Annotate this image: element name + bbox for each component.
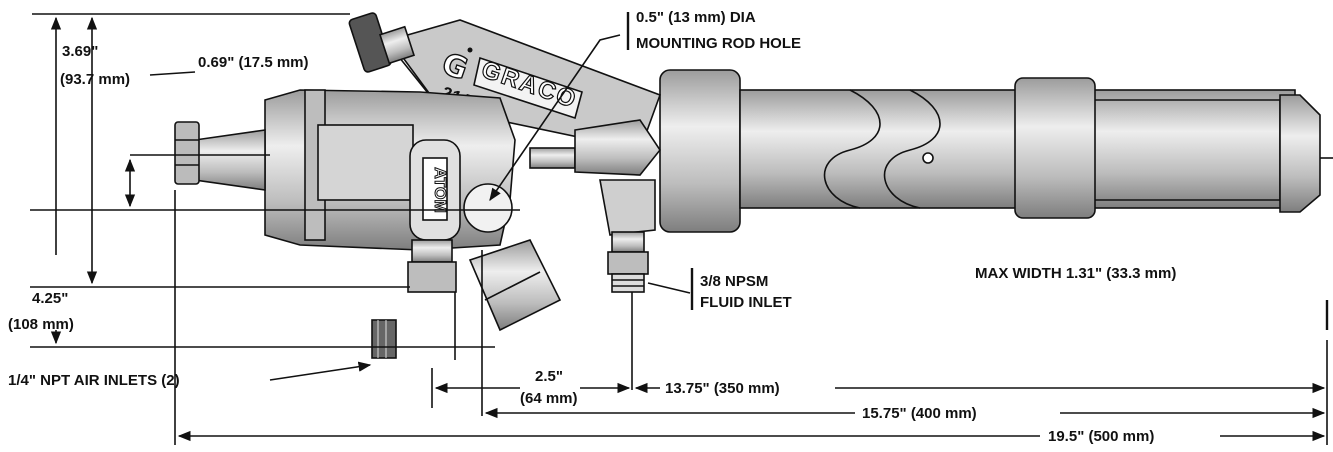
mounting-hole-label-line1: 0.5" (13 mm) DIA <box>636 9 756 26</box>
dim-height-b-inches: 4.25" <box>32 290 68 307</box>
air-inlet-fittings <box>371 239 562 359</box>
fluid-inlet-label-line2: FLUID INLET <box>700 294 792 311</box>
mounting-rod-hole <box>463 183 513 233</box>
dim-height-a-mm: (93.7 mm) <box>60 71 130 88</box>
dim-15-75: 15.75" (400 mm) <box>862 405 977 422</box>
fluid-adjustment-knob <box>348 12 416 73</box>
extension-pole <box>659 69 1333 233</box>
valve-marking: ATOM <box>431 167 448 213</box>
mounting-hole-label-line2: MOUNTING ROD HOLE <box>636 35 801 52</box>
dim-19-5: 19.5" (500 mm) <box>1048 428 1154 445</box>
fluid-inlet-fitting <box>607 231 649 293</box>
dimension-lines <box>30 12 1329 445</box>
dim-2-5-inches: 2.5" <box>535 368 563 385</box>
annotation-labels: 3.69" (93.7 mm) 0.69" (17.5 mm) 4.25" (1… <box>8 9 1176 445</box>
dim-height-a-inches: 3.69" <box>62 43 98 60</box>
max-width-label: MAX WIDTH 1.31" (33.3 mm) <box>975 265 1176 282</box>
air-inlets-label: 1/4" NPT AIR INLETS (2) <box>8 372 180 389</box>
dim-height-b-mm: (108 mm) <box>8 316 74 333</box>
dim-2-5-mm: (64 mm) <box>520 390 578 407</box>
dim-offset: 0.69" (17.5 mm) <box>198 54 309 71</box>
dim-13-75: 13.75" (350 mm) <box>665 380 780 397</box>
fluid-inlet-label-line1: 3/8 NPSM <box>700 273 768 290</box>
